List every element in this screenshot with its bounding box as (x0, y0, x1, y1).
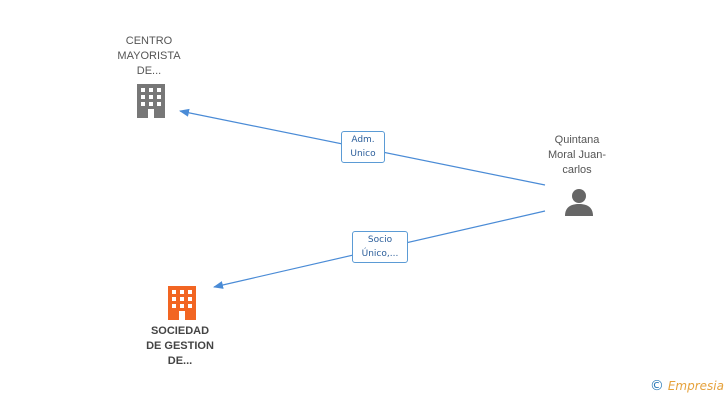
watermark-text: Empresia (667, 379, 724, 393)
company-top-label[interactable]: CENTRO MAYORISTA DE... (117, 35, 181, 77)
edge-label-adm-unico[interactable]: Adm. Unico (341, 131, 385, 163)
company-bottom-label[interactable]: SOCIEDAD DE GESTION DE... (146, 325, 214, 367)
building-icon[interactable] (135, 84, 167, 118)
person-icon[interactable] (564, 188, 594, 216)
empresia-watermark: ©Empresia (650, 378, 724, 394)
copyright-icon: © (649, 378, 664, 394)
building-icon[interactable] (166, 286, 198, 320)
person-label[interactable]: Quintana Moral Juan- carlos (547, 134, 607, 176)
edge-label-socio-unico[interactable]: Socio Único,... (352, 231, 408, 263)
